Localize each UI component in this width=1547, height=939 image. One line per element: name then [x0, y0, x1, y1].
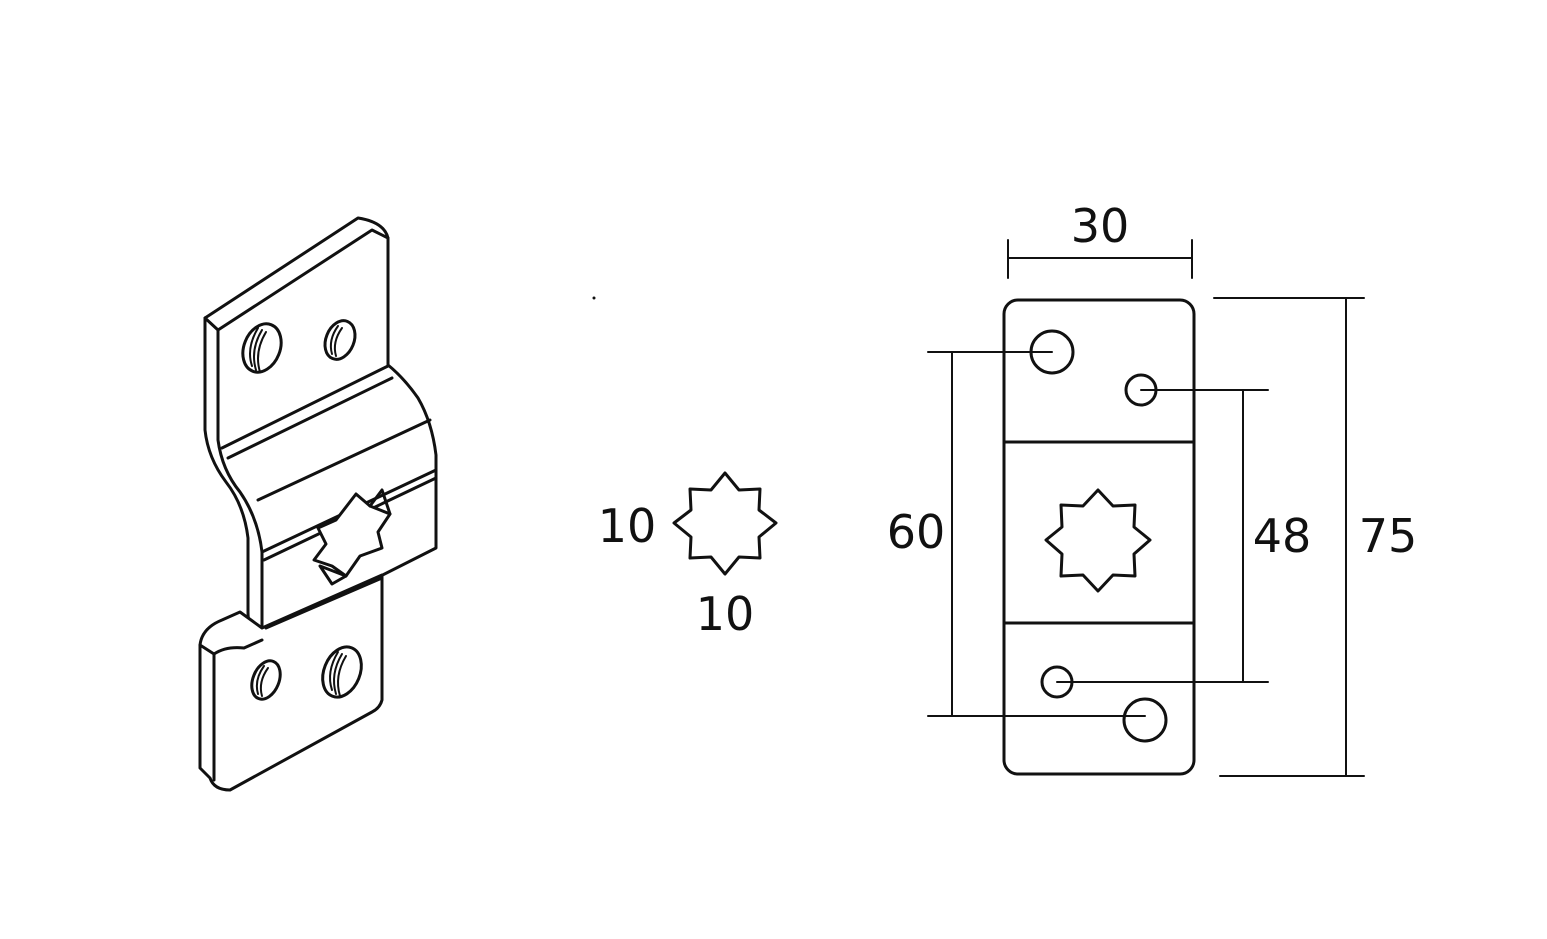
outer-spacing-label: 60: [887, 505, 946, 559]
bracket-top-plate: [203, 216, 438, 640]
inner-hole-spacing-dimension: 48: [1056, 389, 1312, 683]
bracket-isometric-view: [198, 216, 438, 792]
isometric-star-hole: [312, 488, 392, 586]
top-plate-small-hole: [323, 319, 357, 361]
height-dimension: 75: [1213, 297, 1418, 777]
star-hole-outline: [672, 471, 778, 576]
star-width-label: 10: [598, 499, 657, 553]
bracket-front-view: [1002, 298, 1196, 776]
bracket-bottom-plate: [198, 573, 384, 792]
height-label: 75: [1359, 509, 1418, 563]
width-dimension: 30: [1007, 199, 1193, 279]
star-hole-detail: 10 10: [598, 471, 778, 641]
width-label: 30: [1071, 199, 1130, 253]
front-plate-outline: [1002, 298, 1196, 776]
front-large-hole-bottom: [1122, 697, 1168, 743]
speck: [592, 296, 596, 300]
inner-spacing-label: 48: [1253, 509, 1312, 563]
bottom-plate-large-hole: [321, 645, 363, 699]
bottom-plate-small-hole: [250, 659, 282, 701]
outer-hole-spacing-dimension: 60: [887, 351, 1146, 717]
front-star-hole: [1044, 488, 1152, 593]
star-height-label: 10: [696, 587, 755, 641]
top-plate-large-hole: [241, 322, 283, 374]
